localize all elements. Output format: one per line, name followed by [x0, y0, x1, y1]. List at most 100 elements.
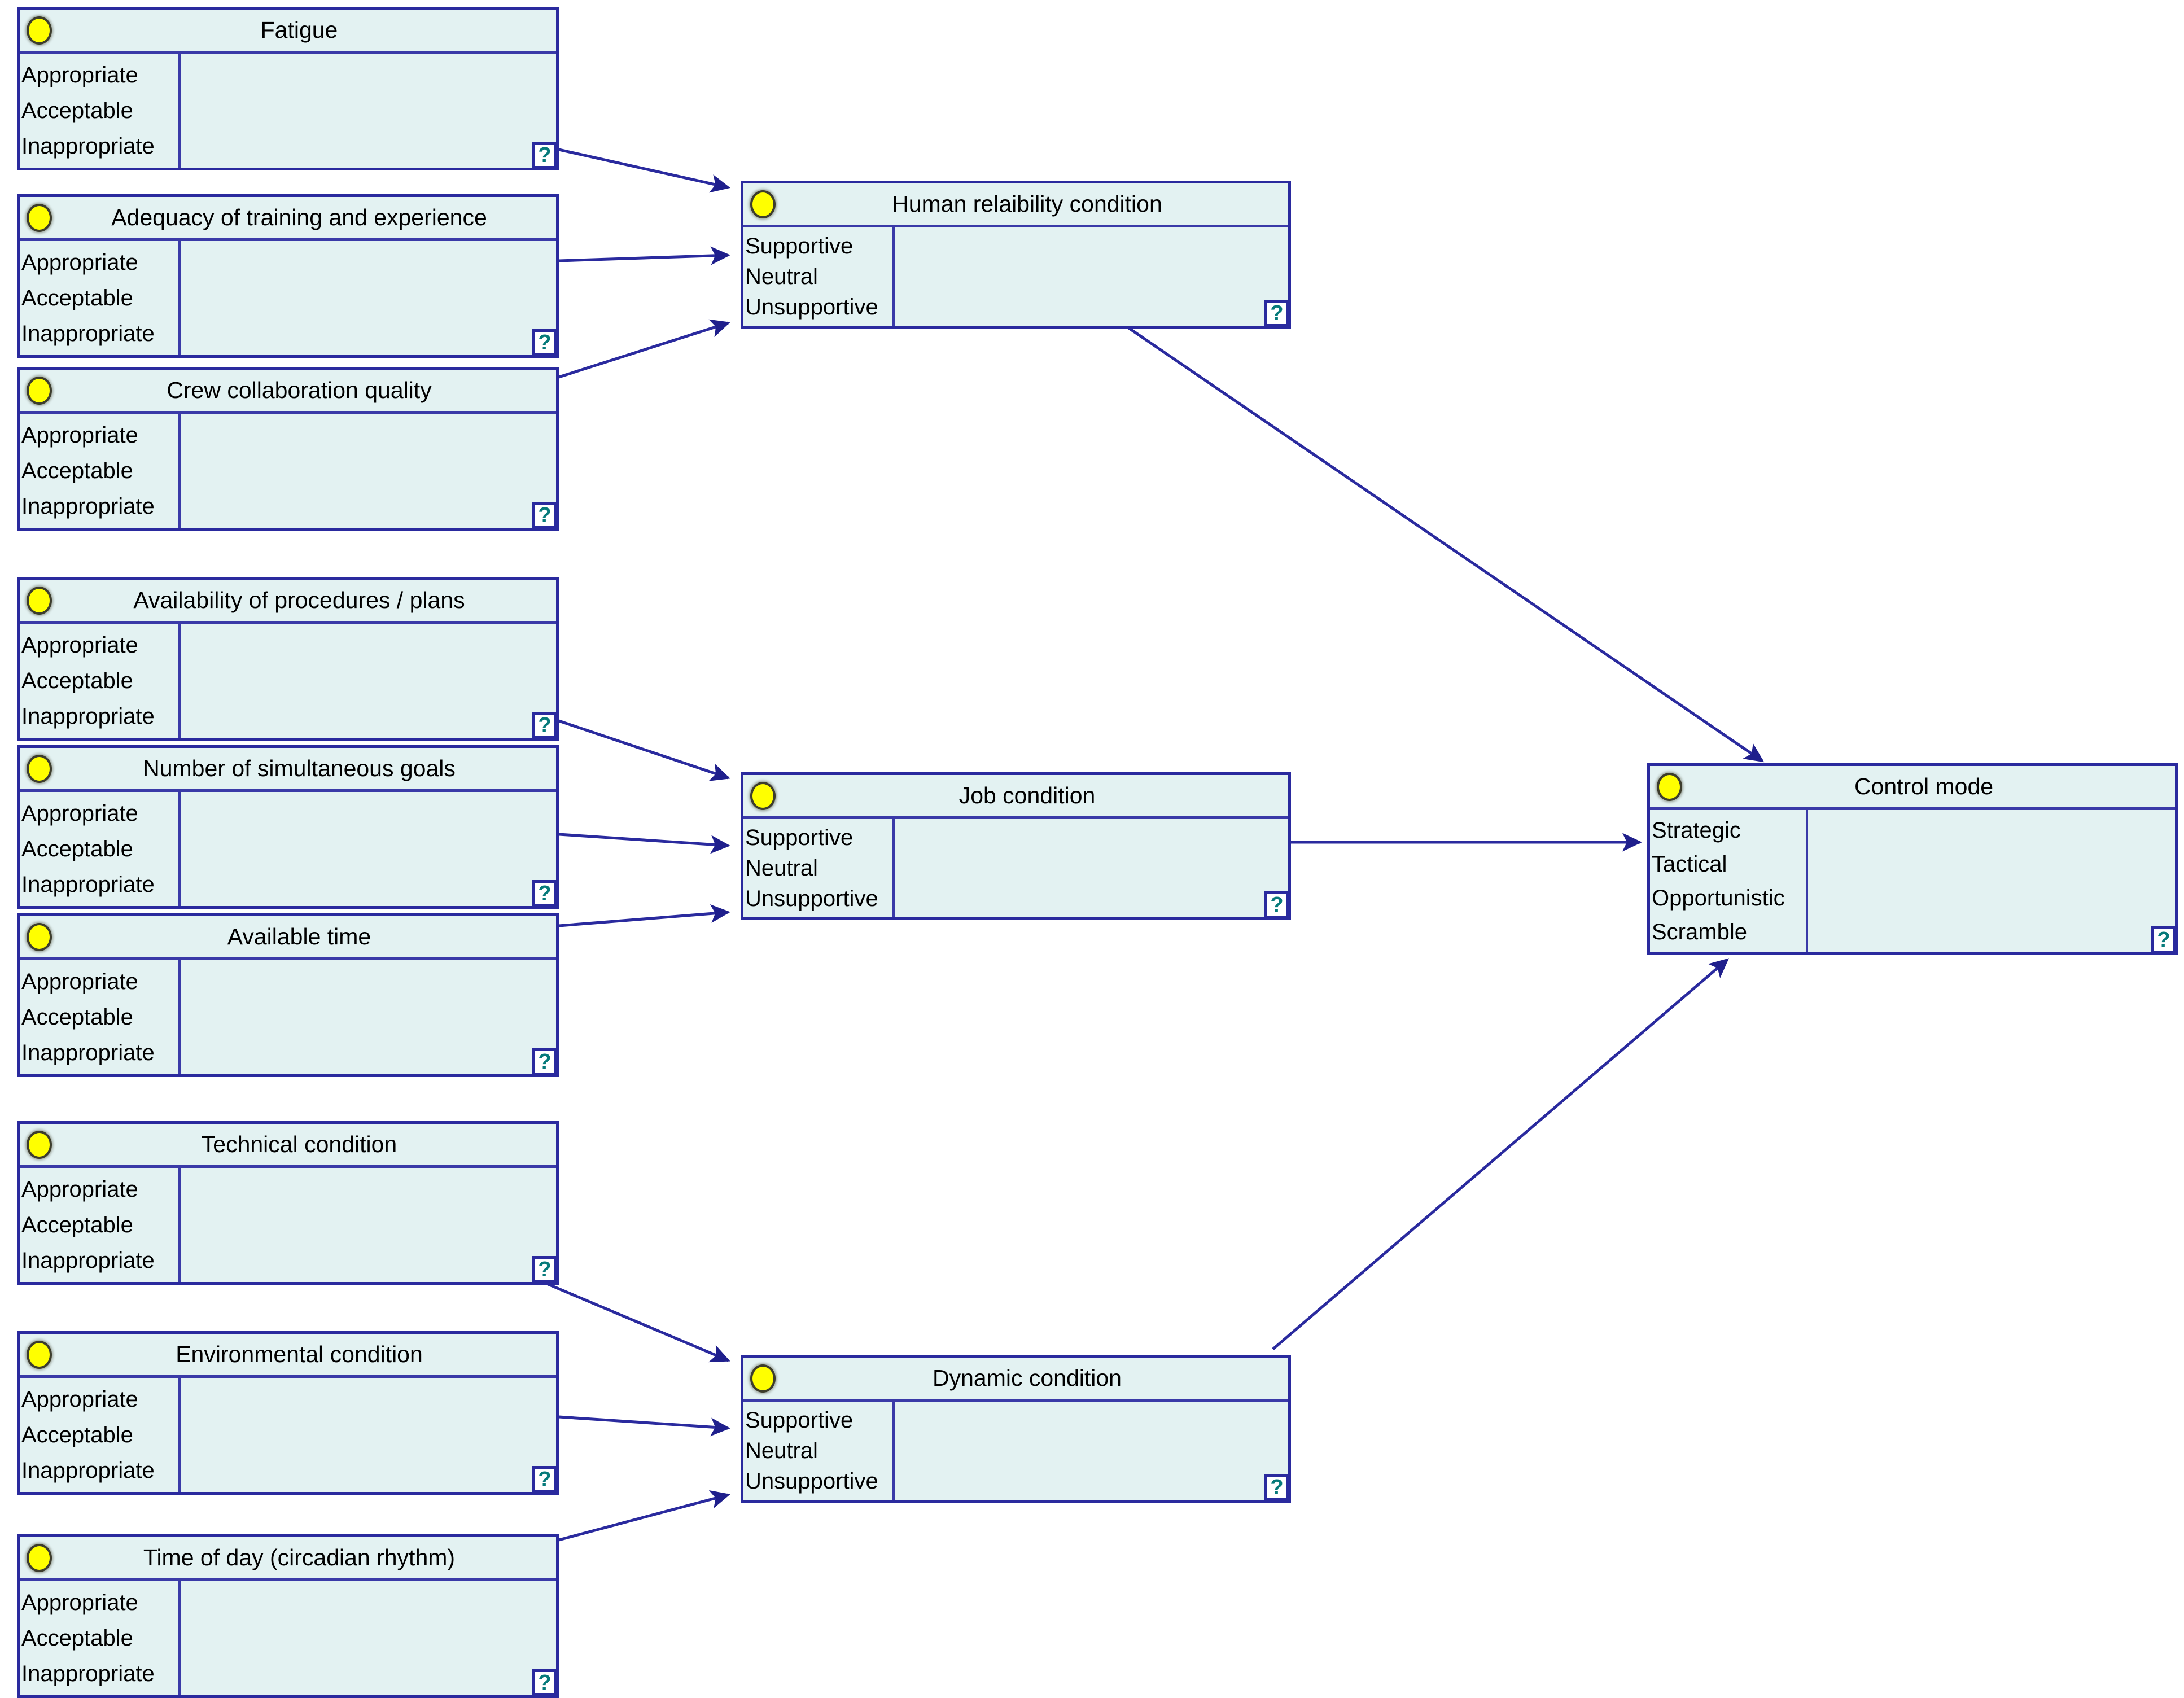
- state-row[interactable]: Scramble: [1652, 920, 1747, 944]
- state-row[interactable]: Acceptable: [21, 1212, 133, 1237]
- state-row[interactable]: Appropriate: [21, 1176, 138, 1202]
- question-mark-icon[interactable]: ?: [532, 1048, 557, 1075]
- question-mark-icon[interactable]: ?: [532, 329, 557, 356]
- probability-bars-goals: ?: [181, 792, 557, 907]
- state-row[interactable]: Appropriate: [21, 969, 138, 994]
- question-mark-icon[interactable]: ?: [532, 1466, 557, 1493]
- state-row[interactable]: Inappropriate: [21, 704, 155, 729]
- state-row[interactable]: Inappropriate: [21, 134, 155, 159]
- question-mark-icon[interactable]: ?: [532, 1256, 557, 1283]
- probability-bars-crew: ?: [181, 414, 557, 529]
- node-header-fatigue: Fatigue: [20, 10, 556, 54]
- probability-bars-training: ?: [181, 241, 557, 356]
- state-row[interactable]: Acceptable: [21, 1004, 133, 1030]
- node-title-training: Adequacy of training and experience: [111, 204, 487, 230]
- state-row[interactable]: Inappropriate: [21, 1040, 155, 1066]
- question-mark-icon[interactable]: ?: [1264, 300, 1289, 327]
- node-header-goals: Number of simultaneous goals: [20, 748, 556, 792]
- state-row[interactable]: Acceptable: [21, 98, 133, 123]
- state-row[interactable]: Neutral: [745, 856, 818, 881]
- state-row[interactable]: Acceptable: [21, 836, 133, 861]
- state-row[interactable]: Acceptable: [21, 458, 133, 483]
- state-row[interactable]: Appropriate: [21, 632, 138, 658]
- node-header-crew: Crew collaboration quality: [20, 370, 556, 414]
- yellow-led-icon: [750, 781, 776, 810]
- state-row[interactable]: Tactical: [1652, 852, 1727, 877]
- state-row[interactable]: Supportive: [745, 1408, 854, 1433]
- question-mark-icon[interactable]: ?: [1264, 891, 1289, 918]
- question-mark-icon[interactable]: ?: [532, 142, 557, 169]
- node-header-environmental: Environmental condition: [20, 1334, 556, 1378]
- probability-bars-dyncond: ?: [895, 1402, 1289, 1501]
- state-row[interactable]: Opportunistic: [1652, 886, 1785, 911]
- node-title-jobcond: Job condition: [958, 782, 1096, 808]
- state-row[interactable]: Acceptable: [21, 1625, 133, 1651]
- state-row[interactable]: Appropriate: [21, 1590, 138, 1615]
- state-row[interactable]: Acceptable: [21, 668, 133, 693]
- state-row[interactable]: Supportive: [745, 234, 854, 259]
- state-row[interactable]: Strategic: [1652, 818, 1741, 843]
- node-header-jobcond: Job condition: [743, 775, 1288, 819]
- question-mark-icon[interactable]: ?: [532, 1669, 557, 1696]
- node-header-training: Adequacy of training and experience: [20, 197, 556, 241]
- yellow-led-icon: [27, 203, 52, 232]
- state-row[interactable]: Inappropriate: [21, 1248, 155, 1274]
- state-row[interactable]: Appropriate: [21, 250, 138, 275]
- yellow-led-icon: [27, 1340, 52, 1369]
- state-row[interactable]: Inappropriate: [21, 872, 155, 898]
- state-row[interactable]: Appropriate: [21, 422, 138, 448]
- state-row[interactable]: Unsupportive: [745, 1469, 878, 1494]
- probability-bars-time: ?: [181, 960, 557, 1075]
- yellow-led-icon: [27, 754, 52, 783]
- yellow-led-icon: [27, 16, 52, 45]
- state-row[interactable]: Appropriate: [21, 62, 138, 87]
- question-mark-icon[interactable]: ?: [532, 712, 557, 739]
- state-row[interactable]: Inappropriate: [21, 321, 155, 347]
- state-row[interactable]: Inappropriate: [21, 494, 155, 519]
- question-mark-icon[interactable]: ?: [2151, 926, 2176, 953]
- node-timeofday[interactable]: Time of day (circadian rhythm)Appropriat…: [17, 1534, 559, 1698]
- probability-bars-humanrel: ?: [895, 227, 1289, 327]
- state-row[interactable]: Unsupportive: [745, 886, 878, 911]
- yellow-led-icon: [27, 922, 52, 951]
- state-row[interactable]: Neutral: [745, 264, 818, 289]
- question-mark-icon[interactable]: ?: [1264, 1474, 1289, 1501]
- question-mark-icon[interactable]: ?: [532, 502, 557, 529]
- state-row[interactable]: Acceptable: [21, 1422, 133, 1447]
- state-row[interactable]: Neutral: [745, 1438, 818, 1463]
- state-row[interactable]: Appropriate: [21, 800, 138, 826]
- state-row[interactable]: Acceptable: [21, 285, 133, 310]
- state-row[interactable]: Unsupportive: [745, 295, 878, 320]
- state-row[interactable]: Appropriate: [21, 1386, 138, 1412]
- node-header-time: Available time: [20, 916, 556, 960]
- probability-bars-jobcond: ?: [895, 819, 1289, 918]
- state-row[interactable]: Inappropriate: [21, 1458, 155, 1483]
- state-row[interactable]: Supportive: [745, 825, 854, 850]
- state-row[interactable]: Inappropriate: [21, 1661, 155, 1687]
- yellow-led-icon: [27, 1130, 52, 1159]
- node-title-technical: Technical condition: [201, 1131, 397, 1157]
- edge-crew-to-humanrel: [558, 319, 730, 379]
- question-mark-icon[interactable]: ?: [532, 880, 557, 907]
